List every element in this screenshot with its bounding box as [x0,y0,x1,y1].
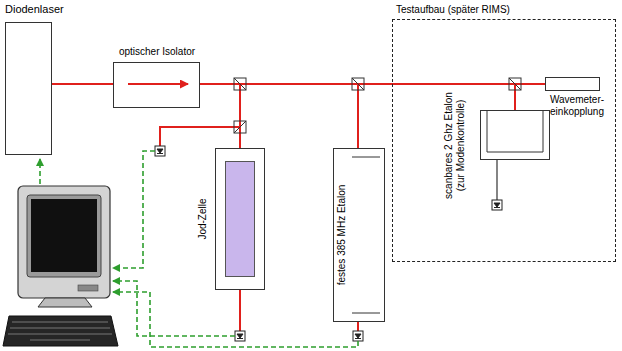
beam-splitter [234,121,246,133]
photodiode-symbol [155,146,165,156]
reference-beam [160,127,240,146]
photodiode-symbol [353,331,363,341]
monitor-body [18,186,110,298]
photodiode-symbol [235,331,245,341]
scanning-etalon-outline [480,110,550,160]
signal-line [113,151,155,268]
etalon-mirror [352,157,380,158]
beam-splitter [352,78,364,90]
monitor-button [78,285,98,291]
monitor-stand [38,298,92,307]
coupler-label: Wavemeter- einkopplung [543,94,611,117]
laser-beam [200,84,515,110]
splitter-surface [234,121,246,133]
test-setup-region: Testaufbau (später RIMS) scanbares 2 Ghz … [392,4,616,262]
transmitted-beam [357,322,359,331]
beam-splitter [509,78,521,90]
signal-line [113,292,358,347]
laser-box: Diodenlaser [5,3,67,155]
beam-splitters [234,78,521,133]
isolator-label: optischer Isolator [113,46,201,58]
keyboard [3,316,118,346]
monitor-bezel [27,195,101,277]
etalon-mirror [352,313,380,314]
isolator-arrow [128,83,188,85]
control-line [39,159,41,184]
region-label: Testaufbau (später RIMS) [396,4,596,16]
etalon-label: festes 385 MHz Etalon [336,160,348,310]
splitter-surface [352,78,364,90]
etalon-inner [487,110,543,152]
laser-beam [200,84,358,148]
transmitted-beam [239,290,241,331]
iodine-cell-outline [215,148,265,290]
test-setup-region-outline [392,19,616,262]
etalon-output-line [496,160,497,200]
cell-label: Jod-Zelle [197,184,209,254]
iodine-vapour-tube [225,161,255,277]
fixed-etalon: festes 385 MHz Etalon [333,148,385,322]
wavemeter-coupler-outline [545,77,600,91]
isolator-box-outline [113,62,200,108]
monitor-screen [31,199,97,272]
photodiode-symbol [492,200,502,210]
laser-beam [200,84,240,148]
laser-label: Diodenlaser [5,3,67,16]
iodine-cell: Jod-Zelle [196,148,266,290]
scanning-etalon: scanbares 2 Ghz Etalon (zur Modenkontrol… [440,88,552,206]
splitter-surface [234,78,246,90]
laser-beam [52,83,113,85]
computer-icon [3,186,118,346]
wavemeter-coupler: Wavemeter- einkopplung [543,77,611,121]
splitter-surface [509,78,521,90]
keyboard-keys [8,322,112,340]
etalon-label: scanbares 2 Ghz Etalon (zur Modenkontrol… [443,88,466,203]
laser-beam [200,83,545,85]
beam-splitter [234,78,246,90]
laser-box-outline [5,22,52,155]
isolator-box: optischer Isolator [113,46,201,108]
